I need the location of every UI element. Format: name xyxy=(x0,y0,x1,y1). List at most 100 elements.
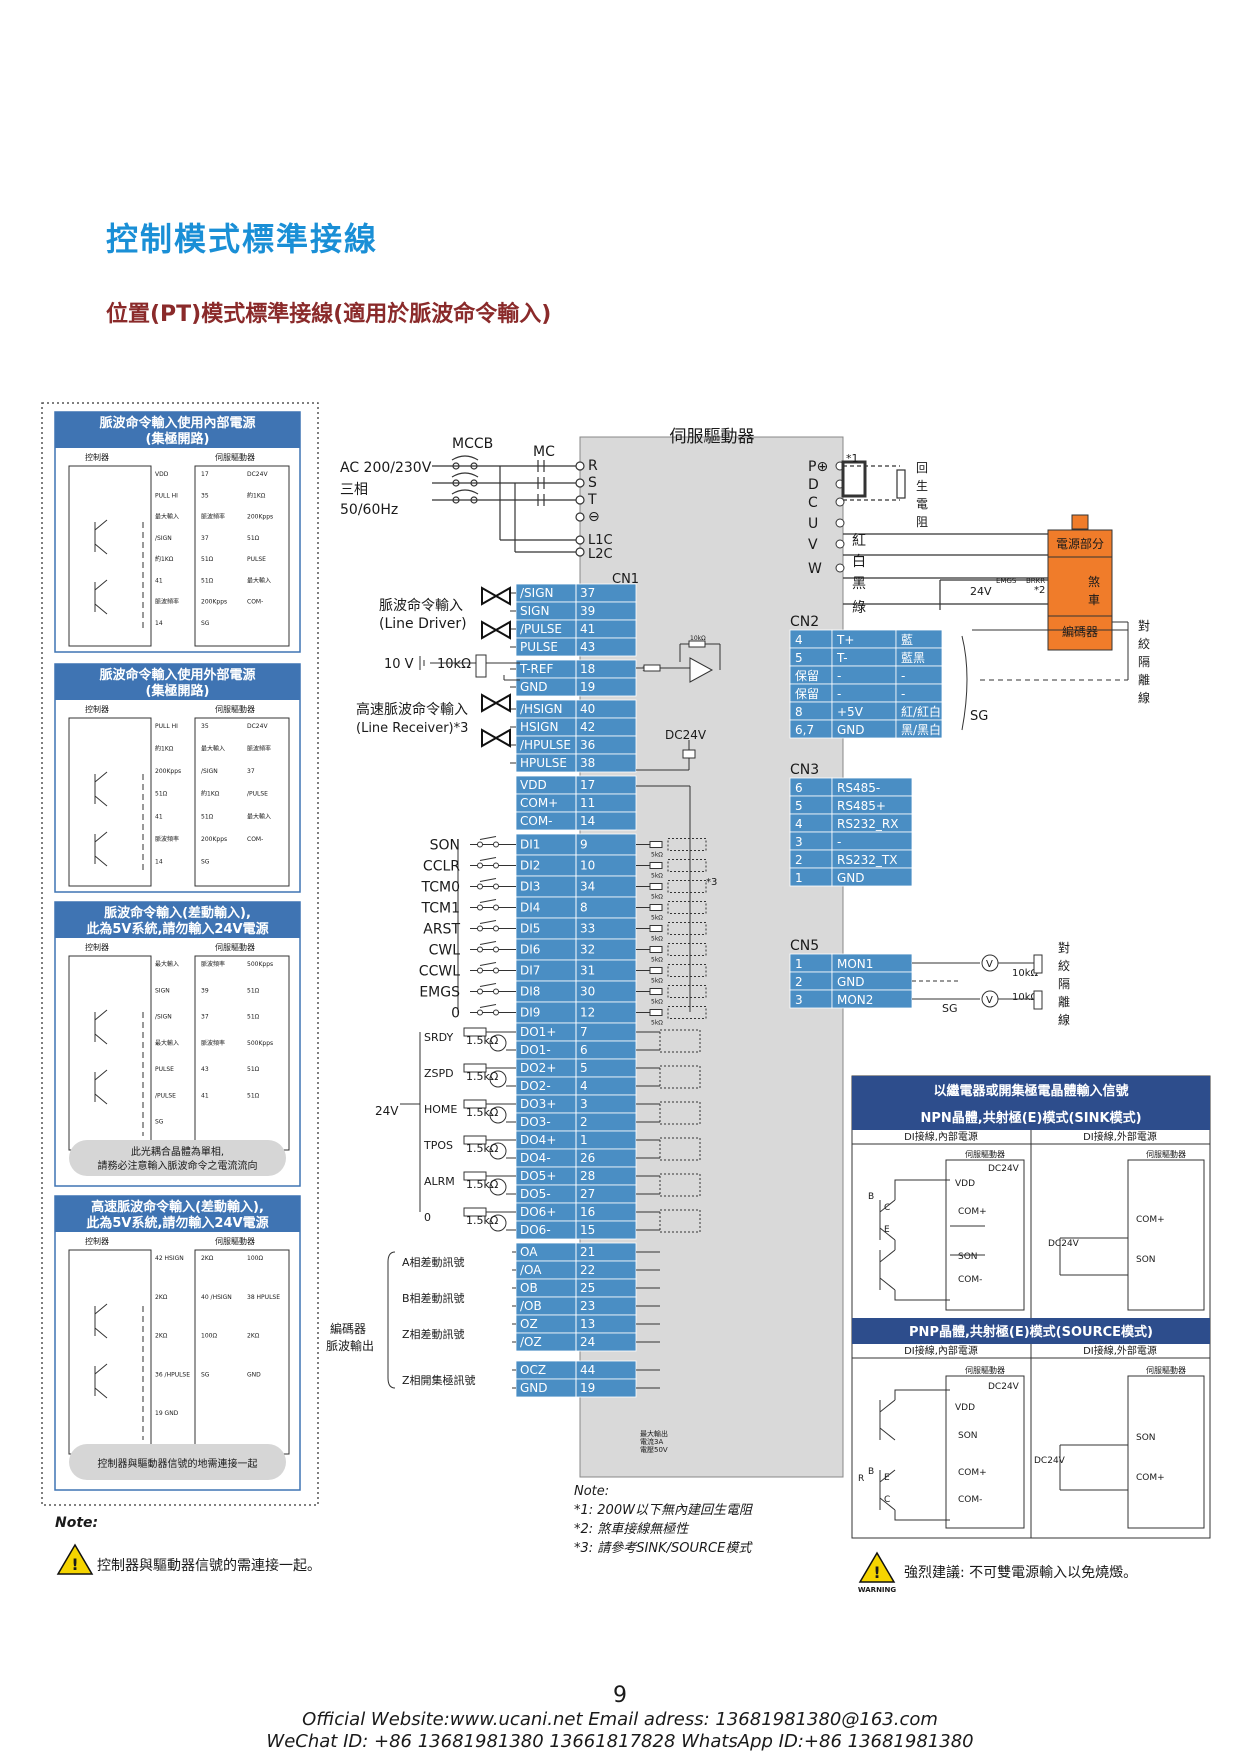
cn1-pin-number: 22 xyxy=(580,1263,595,1277)
inset-label: 約1KΩ xyxy=(247,491,266,499)
inset-title-line: 此為5V系統,請勿輸入24V電源 xyxy=(86,1215,268,1231)
pnp-col-internal: DI接線,內部電源 xyxy=(904,1344,978,1357)
inset-label: 14 xyxy=(155,858,163,865)
pnp-label: SON xyxy=(958,1431,978,1441)
cn1-external-labels: SONCCLRTCM0TCM1ARSTCWLCCWLEMGS0SRDYZSPDH… xyxy=(402,838,476,1388)
npn-label: B xyxy=(868,1192,874,1202)
inset-label: 2KΩ xyxy=(155,1333,168,1340)
cn2-twisted-char: 離 xyxy=(1138,673,1150,687)
pnp-label: C xyxy=(884,1495,890,1505)
inset-right-label: 伺服驅動器 xyxy=(215,452,255,462)
inset-caption: 此光耦合晶體為單相, xyxy=(131,1145,224,1158)
cn1-pin-number: 1 xyxy=(580,1133,588,1147)
mid-note-2: *2: 煞車接線無極性 xyxy=(574,1522,690,1537)
cn2-twisted-char: 對 xyxy=(1138,619,1150,633)
cn5-cell: MON1 xyxy=(837,957,873,971)
cn1-pin-number: 34 xyxy=(580,880,595,894)
cn3-cell: 4 xyxy=(795,817,803,831)
mccb-label: MCCB xyxy=(452,436,493,452)
ac-line-1: 三相 xyxy=(340,482,368,498)
inset-label: 51Ω xyxy=(247,987,260,994)
cn1-pin-number: 5 xyxy=(580,1061,588,1075)
do-supply-label: 24V xyxy=(375,1104,399,1118)
inset-label: 40 /HSIGN xyxy=(201,1294,232,1301)
footer-contact-2: WeChat ID: +86 13681981380 13661817828 W… xyxy=(266,1731,974,1752)
inset-title-line: 脈波命令輸入使用外部電源 xyxy=(99,667,255,683)
brake-note: *2 xyxy=(1034,585,1045,596)
cn3-cell: 2 xyxy=(795,853,803,867)
inset-label: 41 xyxy=(155,813,163,820)
motor-wire-red: 紅 xyxy=(852,533,866,549)
cn1-pin-number: 4 xyxy=(580,1079,588,1093)
inset-label: 2KΩ xyxy=(247,1333,260,1340)
inset-label: 200Kpps xyxy=(155,768,181,775)
cn1-signal: VDD xyxy=(520,778,547,792)
motor-wire-black: 黑 xyxy=(852,576,866,592)
di-function-label: ARST xyxy=(423,922,460,938)
pnp-label: E xyxy=(884,1473,890,1483)
pnp-label: DC24V xyxy=(1034,1456,1066,1466)
opto-res: 5kΩ xyxy=(651,999,663,1006)
cn2-cell: 4 xyxy=(795,633,803,647)
power-part-label: 電源部分 xyxy=(1056,536,1104,551)
do-function-label: TPOS xyxy=(423,1139,453,1152)
inset-label: 500Kpps xyxy=(247,961,273,968)
cn1-pin-number: 38 xyxy=(580,756,595,770)
cn1-pin-number: 6 xyxy=(580,1043,588,1057)
inset-left-label: 控制器 xyxy=(85,704,109,714)
do-function-label: SRDY xyxy=(424,1031,453,1044)
pnp-label: COM+ xyxy=(958,1468,987,1478)
npn-label: DC24V xyxy=(988,1164,1020,1174)
cn5-twisted-char: 線 xyxy=(1058,1012,1070,1027)
di-function-label: CWL xyxy=(429,943,461,959)
do-res: 1.5kΩ xyxy=(466,1178,498,1191)
inset-label: 100Ω xyxy=(201,1333,217,1340)
inset-title-line: 脈波命令輸入使用內部電源 xyxy=(99,415,255,431)
cn1-signal: /PULSE xyxy=(520,622,562,636)
cn1-pin-number: 15 xyxy=(580,1223,595,1237)
cn2-cell: 藍黑 xyxy=(901,651,925,665)
terminal-l2c: L2C xyxy=(588,547,613,562)
page-number: 9 xyxy=(613,1683,627,1708)
cn1-signal: /HPULSE xyxy=(520,738,571,752)
brake-label-0: 煞 xyxy=(1088,575,1100,589)
cn1-signal: DI1 xyxy=(520,838,540,852)
inset-label: SG xyxy=(155,1119,164,1126)
cn5-label: CN5 xyxy=(790,938,819,954)
output-terminal: C xyxy=(808,495,818,511)
cn3-cell: - xyxy=(837,835,841,849)
npn-ext-servo: 伺服驅動器 xyxy=(1146,1149,1186,1159)
do-res: 1.5kΩ xyxy=(466,1034,498,1047)
opto-res: 5kΩ xyxy=(651,936,663,943)
inset-label: 51Ω xyxy=(247,1092,260,1099)
cn1-signal: HPULSE xyxy=(520,756,567,770)
inset-title-line: 高速脈波命令輸入(差動輸入), xyxy=(91,1199,264,1215)
inset-right-label: 伺服驅動器 xyxy=(215,942,255,952)
inset-label: 2KΩ xyxy=(155,1294,168,1301)
inset-label: /SIGN xyxy=(155,535,172,542)
output-terminal: V xyxy=(808,537,818,553)
cn1-signal: COM+ xyxy=(520,796,558,810)
regen-label-2: 電 xyxy=(916,497,928,511)
cn1-pin-number: 37 xyxy=(580,586,595,600)
cn1-pin-number: 13 xyxy=(580,1317,595,1331)
cn1-pin-number: 12 xyxy=(580,1006,595,1020)
cn1-pin-number: 14 xyxy=(580,814,595,828)
di-function-label: TCM0 xyxy=(421,880,461,896)
brake-emgs: EMGS xyxy=(996,577,1017,585)
cn2-cell: 保留 xyxy=(795,669,819,683)
inset-label: 200Kpps xyxy=(201,836,227,843)
cn3-cell: 5 xyxy=(795,799,803,813)
inset-label: 脈波頻率 xyxy=(247,745,271,753)
encoder-label: 編碼器 xyxy=(1062,624,1098,639)
cn1-pin-number: 31 xyxy=(580,964,595,978)
exclamation-icon: ! xyxy=(71,1555,78,1574)
warning-exclamation-icon: ! xyxy=(873,1563,880,1582)
inset-caption: 控制器與驅動器信號的地需連接一起 xyxy=(98,1457,258,1470)
left-note-heading: Note: xyxy=(55,1515,98,1531)
inset-label: 最大輸入 xyxy=(155,960,179,968)
opto-res: 5kΩ xyxy=(651,894,663,901)
